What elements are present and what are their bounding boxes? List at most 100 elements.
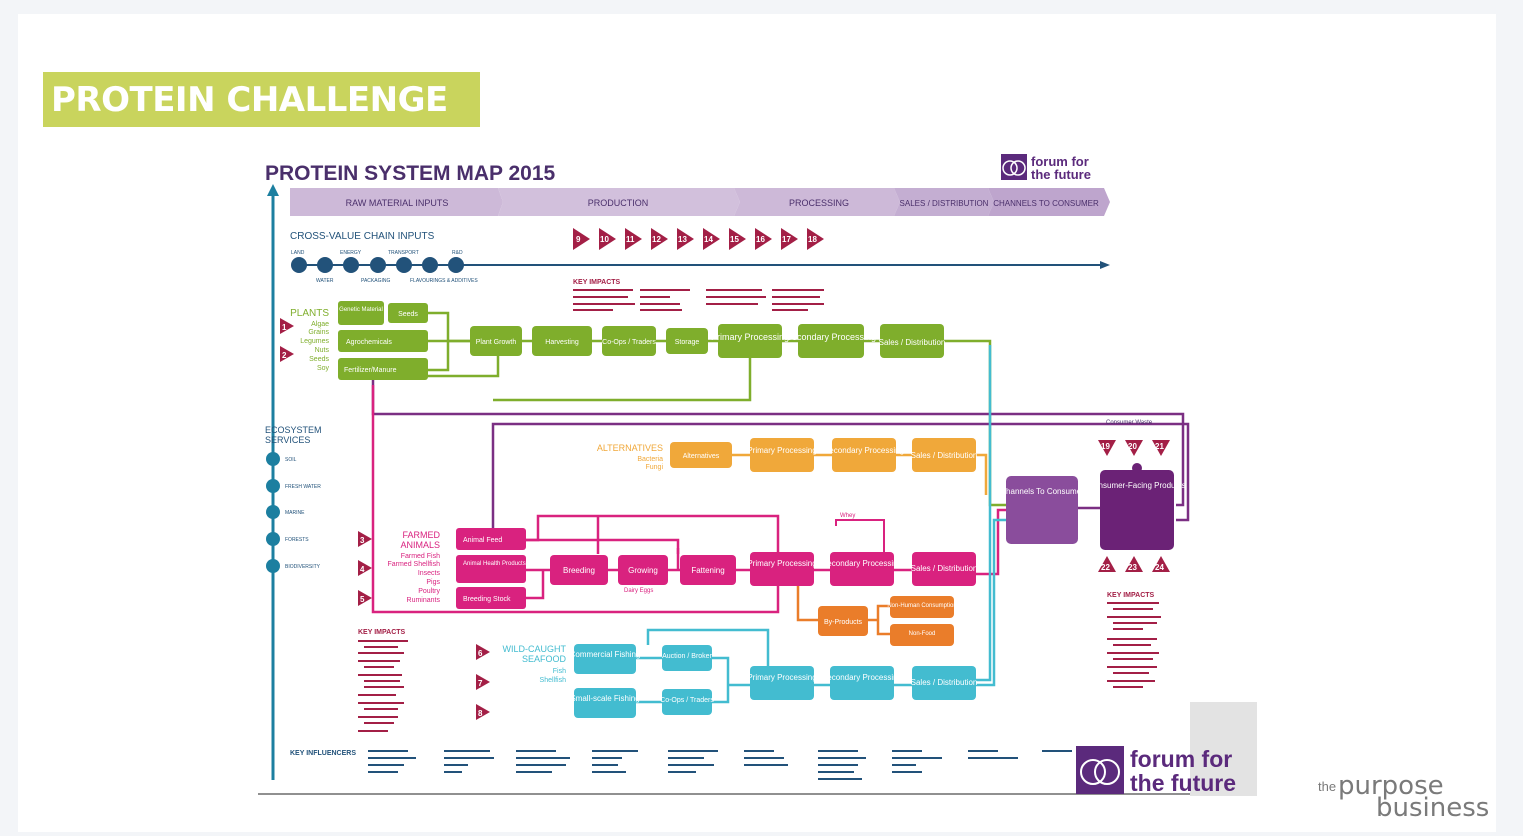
plant-growth-box	[470, 326, 522, 356]
impact-13: 13	[678, 235, 687, 244]
stage-sales-distribution: SALES / DISTRIBUTION	[900, 199, 989, 208]
eco-biodiversity: BIODIVERSITY	[285, 564, 321, 570]
commercial-fishing-label: Commercial Fishing	[570, 650, 641, 659]
storage-label: Storage	[675, 339, 700, 346]
slide-title: PROTEIN CHALLENGE	[51, 80, 448, 120]
non-human-consumption-box	[890, 596, 954, 618]
fish-secondary-processing-label: Secondary Processing	[822, 673, 902, 682]
ecosystem-heading-line1: ECOSYSTEM	[265, 425, 322, 435]
plant-primary-processing-label: Primary Processing	[711, 332, 789, 342]
by-products-label: By-Products	[824, 619, 863, 626]
brand-business: business	[1376, 793, 1490, 823]
growing-label: Growing	[628, 566, 658, 575]
commercial-fishing-box	[574, 644, 636, 674]
cv-label-packaging: PACKAGING	[361, 278, 390, 284]
eco-marine: MARINE	[285, 510, 305, 516]
cross-value-icons	[291, 257, 464, 273]
plant-item-seeds: Seeds	[309, 356, 329, 363]
water-icon	[317, 257, 333, 273]
storage-box	[666, 328, 708, 354]
plant-input-boxes: Genetic Material Seeds Agrochemicals Fer…	[338, 301, 428, 380]
cv-label-transport: TRANSPORT	[388, 250, 419, 256]
coops-traders-plant-label: Co-Ops / Traders	[602, 339, 656, 346]
cv-label-energy: ENERGY	[340, 250, 362, 256]
fertilizer-manure-box	[338, 358, 428, 380]
impact-1: 1	[282, 323, 287, 332]
impact-markers-top: 9 10 11 12 13 14 15 16 17 18	[573, 228, 824, 250]
impact-2: 2	[282, 351, 287, 360]
protein-system-map: PROTEIN SYSTEM MAP 2015 forum for the fu…	[258, 150, 1257, 796]
animal-item-poultry: Poultry	[418, 588, 440, 595]
fish-sales-distribution-box	[912, 666, 976, 700]
alt-secondary-processing-label: Secondary Processing	[824, 446, 904, 455]
the-purpose-business-logo: the purpose business	[1318, 771, 1490, 825]
packaging-icon	[370, 257, 386, 273]
cv-label-land: LAND	[291, 250, 305, 256]
wild-seafood-label-line1: WILD-CAUGHT	[503, 644, 567, 654]
alternatives-section: ALTERNATIVES Bacteria Fungi Alternatives…	[597, 438, 988, 495]
impact-16: 16	[756, 235, 765, 244]
animal-input-boxes: Animal Feed Animal Health Products Breed…	[456, 528, 526, 609]
fish-primary-processing-box	[750, 666, 814, 700]
impact-18: 18	[808, 235, 817, 244]
coops-traders-fish-label: Co-Ops / Traders	[660, 697, 714, 704]
forum-for-the-future-logo-bottom: forum for the future	[1076, 746, 1236, 796]
logo-text-line2: the future	[1031, 167, 1091, 182]
fishing-boxes: Commercial Fishing Small-scale Fishing A…	[570, 644, 714, 718]
impact-6: 6	[478, 649, 483, 658]
plant-item-soy: Soy	[317, 365, 330, 372]
logo-mark-icon	[1001, 154, 1027, 180]
breeding-stock-label: Breeding Stock	[463, 596, 511, 603]
alt-primary-processing-box	[750, 438, 814, 472]
ecosystem-heading-line2: SERVICES	[265, 435, 310, 445]
impact-20: 20	[1128, 442, 1137, 451]
protein-system-map-figure: PROTEIN SYSTEM MAP 2015 forum for the fu…	[258, 150, 1257, 796]
by-products-section: By-Products Non-Human Consumption Non-Fo…	[796, 586, 957, 646]
harvesting-label: Harvesting	[545, 339, 579, 346]
lock-icon	[1132, 463, 1142, 473]
whey-label: Whey	[840, 513, 855, 519]
key-impacts-left-heading: KEY IMPACTS	[358, 629, 406, 636]
farmed-animals-label-line2: ANIMALS	[400, 540, 440, 550]
plant-item-nuts: Nuts	[315, 347, 330, 354]
genetic-material-label: Genetic Material	[339, 307, 383, 313]
logo-text-line1: forum for	[1031, 154, 1089, 169]
impact-19: 19	[1101, 442, 1110, 451]
breeding-box	[550, 555, 608, 585]
farmed-animals-label-line1: FARMED	[402, 530, 440, 540]
fish-primary-processing-label: Primary Processing	[747, 673, 816, 682]
key-impacts-top-heading: KEY IMPACTS	[573, 279, 621, 286]
alternatives-label: ALTERNATIVES	[597, 443, 663, 453]
energy-icon	[343, 257, 359, 273]
small-scale-fishing-box	[574, 688, 636, 718]
eco-soil: SOIL	[285, 457, 297, 463]
plants-label: PLANTS	[290, 308, 329, 319]
impact-5: 5	[360, 595, 365, 604]
impact-14: 14	[704, 235, 713, 244]
channels-to-consumer-box	[1006, 476, 1078, 544]
plant-secondary-processing-box	[798, 324, 864, 358]
channels-to-consumer-label: Channels To Consumer	[1000, 487, 1084, 496]
stage-production: PRODUCTION	[588, 198, 649, 208]
alt-primary-processing-label: Primary Processing	[747, 446, 816, 455]
wild-seafood-label-line2: SEAFOOD	[522, 654, 567, 664]
non-human-consumption-label: Non-Human Consumption	[887, 603, 956, 609]
animal-item-pigs: Pigs	[426, 579, 440, 586]
fish-chain: Primary Processing Secondary Processing …	[747, 666, 977, 700]
animal-item-farmed-shellfish: Farmed Shellfish	[387, 561, 440, 568]
brand-purpose: purpose	[1338, 771, 1444, 801]
animal-item-farmed-fish: Farmed Fish	[401, 553, 440, 560]
agrochemicals-box	[338, 330, 428, 352]
land-icon	[291, 257, 307, 273]
key-influencers-heading: KEY INFLUENCERS	[290, 750, 356, 757]
seeds-box	[388, 303, 428, 323]
logo-bottom-line1: forum for	[1130, 746, 1232, 772]
animal-chain: Breeding Growing Fattening Primary Proce…	[550, 513, 977, 594]
animal-health-products-label: Animal Health Products	[463, 561, 526, 567]
impact-9: 9	[576, 235, 581, 244]
alternatives-box-label: Alternatives	[683, 453, 720, 460]
alt-item-bacteria: Bacteria	[637, 456, 663, 463]
slide-title-banner: PROTEIN CHALLENGE	[43, 72, 480, 127]
cv-label-rd: R&D	[452, 250, 463, 256]
animal-item-insects: Insects	[418, 570, 441, 577]
